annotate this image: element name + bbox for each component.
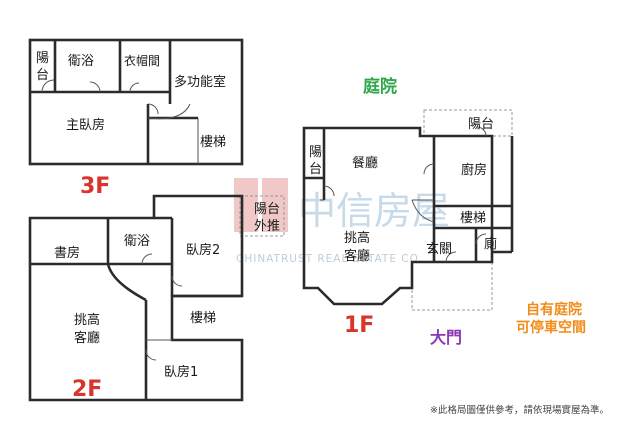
- 1f-top-balcony-label: 陽台: [468, 117, 494, 132]
- 3f-stairs-label: 樓梯: [200, 135, 226, 150]
- 1f-toilet-label: 廁: [484, 236, 497, 252]
- 2f-living-line-2: 客廳: [74, 330, 100, 346]
- 2f-bathroom-label: 衛浴: [124, 234, 150, 249]
- 2f-bedroom2-label: 臥房2: [186, 242, 220, 258]
- 2f-balcony-outward-label: 陽台 外推: [254, 202, 284, 234]
- 1f-garden-label: 庭院: [363, 76, 397, 97]
- 1f-living-line-1: 挑高: [344, 230, 370, 246]
- parking-note-line-1: 自有庭院: [526, 301, 582, 318]
- 2f-balcony-dashed: [239, 195, 285, 237]
- 1f-balcony-char-1: 陽: [309, 145, 322, 160]
- 1f-gate-dashed: [411, 261, 493, 311]
- 1f-stairs-label: 樓梯: [460, 211, 486, 226]
- watermark-logo-left: [234, 178, 258, 232]
- 3f-balcony-char-2: 台: [36, 68, 49, 83]
- 1f-balcony-char-2: 台: [309, 162, 322, 177]
- floor-2f-plan: 書房 衛浴 臥房2 陽台 外推 樓梯 挑高 客廳 臥房1 2F: [28, 194, 285, 402]
- floor-1f-plan: 庭院 陽台 陽 台 餐廳 廚房 樓梯 挑高 客廳 玄關 廁 大門 1F: [302, 76, 514, 347]
- 2f-stairs-label: 樓梯: [190, 311, 216, 326]
- 1f-gate-label: 大門: [430, 328, 462, 347]
- 3f-multipurpose-label: 多功能室: [174, 74, 226, 90]
- 2f-balcony-line-2: 外推: [254, 219, 280, 234]
- 3f-floor-label: 3F: [80, 174, 110, 199]
- 1f-entrance-label: 玄關: [426, 242, 452, 257]
- 1f-kitchen-label: 廚房: [461, 162, 487, 178]
- disclaimer-footnote: ※此格局圖僅供參考，請依現場實屋為準。: [430, 404, 609, 416]
- watermark-english: CHINATRUST REAL ESTATE CO.: [236, 253, 423, 265]
- 3f-bathroom-label: 衛浴: [68, 54, 94, 69]
- 2f-balcony-line-1: 陽台: [254, 202, 280, 217]
- 3f-outer-wall: [28, 38, 244, 166]
- 2f-living-line-1: 挑高: [74, 312, 100, 328]
- parking-note: 自有庭院 可停車空間: [516, 301, 586, 336]
- watermark-chinese: 中信房屋: [298, 189, 450, 233]
- 3f-closet-label: 衣帽間: [124, 53, 160, 68]
- parking-note-line-2: 可停車空間: [516, 319, 586, 336]
- 3f-balcony-char-1: 陽: [36, 51, 49, 66]
- 2f-study-label: 書房: [54, 245, 80, 261]
- 1f-outer-wall: [302, 126, 494, 306]
- 3f-master-bedroom-label: 主臥房: [66, 117, 105, 133]
- 1f-floor-label: 1F: [344, 313, 374, 338]
- floor-3f-plan: 陽 台 衛浴 衣帽間 多功能室 主臥房 樓梯 3F: [28, 38, 244, 199]
- 1f-dining-label: 餐廳: [352, 155, 378, 171]
- 1f-living-room-label: 挑高 客廳: [344, 230, 374, 264]
- 2f-outer-wall: [28, 194, 244, 402]
- 2f-living-room-label: 挑高 客廳: [74, 312, 104, 346]
- 1f-left-balcony-label: 陽 台: [309, 145, 326, 177]
- 2f-floor-label: 2F: [72, 377, 102, 402]
- 2f-bedroom1-label: 臥房1: [164, 364, 198, 380]
- 1f-living-line-2: 客廳: [344, 248, 370, 264]
- 3f-balcony-label: 陽 台: [36, 51, 53, 83]
